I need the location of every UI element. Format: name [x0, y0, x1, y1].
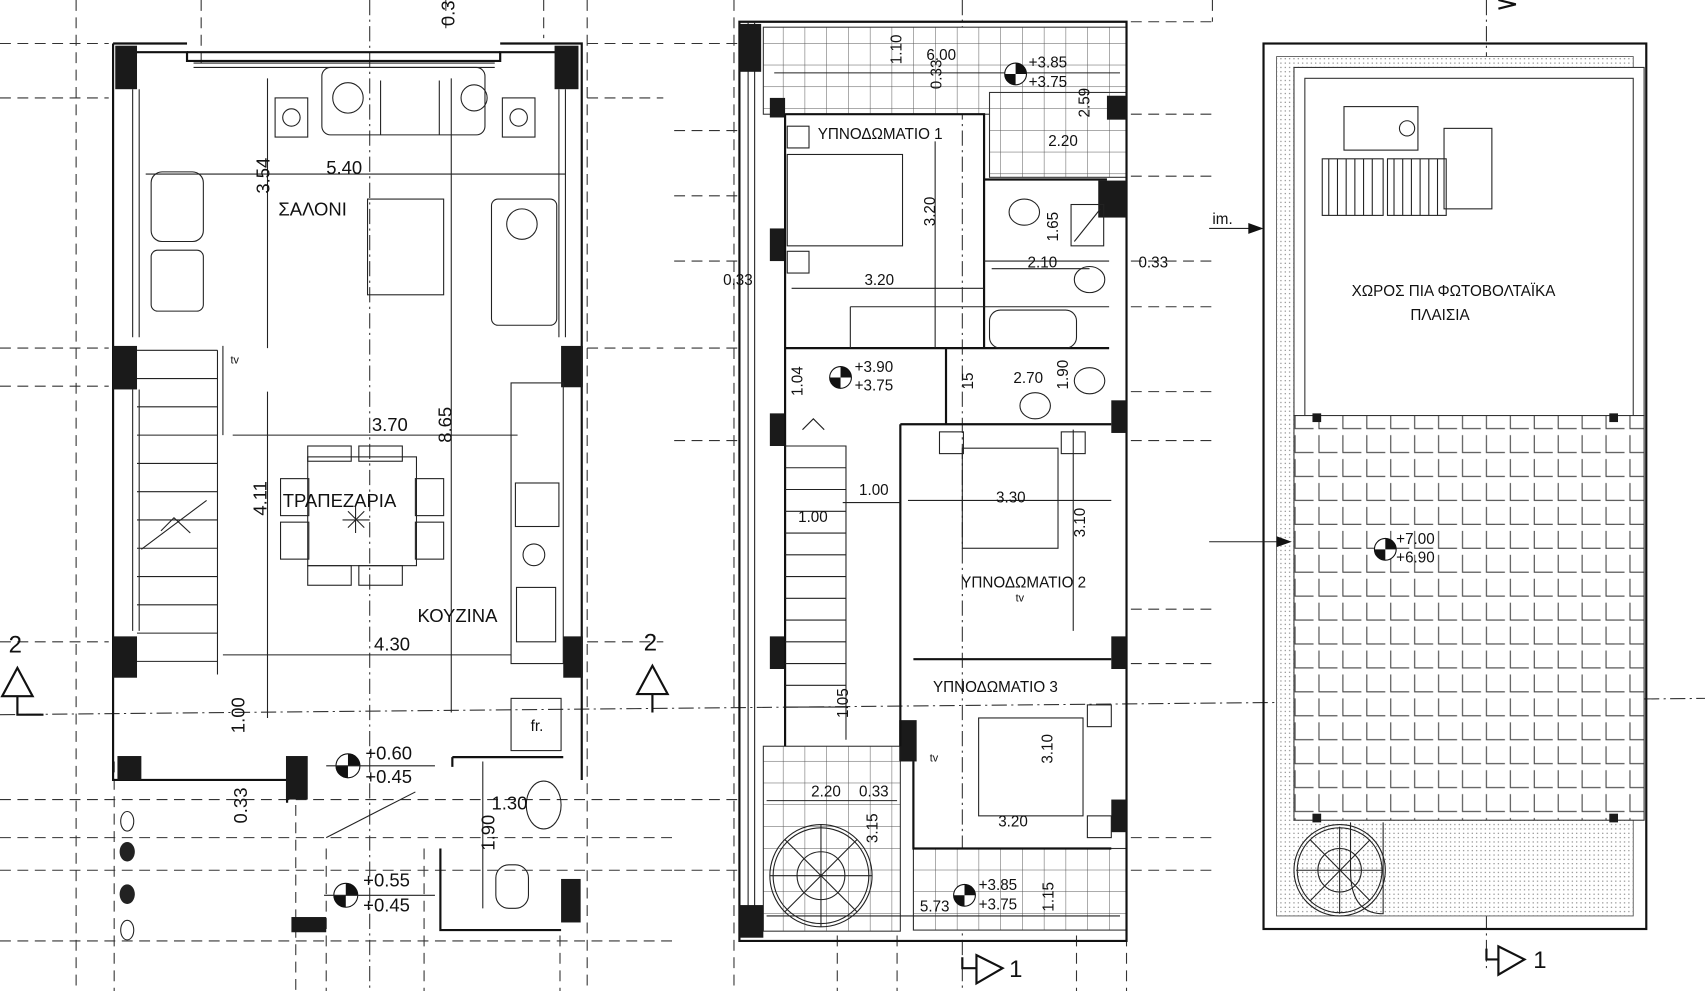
label-tv: tv	[930, 752, 939, 764]
label-fridge: fr.	[531, 718, 544, 735]
dim-wall-thickness: 0.33	[230, 788, 251, 824]
level-marker: +0.60 +0.45	[326, 742, 435, 787]
svg-text:3.30: 3.30	[996, 490, 1026, 507]
svg-text:0.33: 0.33	[723, 272, 753, 289]
section-mark-top	[1498, 0, 1517, 10]
svg-text:+0.55: +0.55	[363, 870, 410, 891]
svg-text:+0.45: +0.45	[363, 895, 410, 916]
svg-text:3.20: 3.20	[864, 272, 894, 289]
level-marker: +3.85 +3.75	[1004, 54, 1068, 91]
svg-text:3.15: 3.15	[865, 813, 882, 843]
roof-label-pv-line2: ΠΛΑΙΣΙΑ	[1410, 307, 1470, 324]
room-label-dining: ΤΡΑΠΕΖΑΡΙΑ	[283, 490, 397, 511]
svg-text:+7.00: +7.00	[1396, 531, 1435, 548]
svg-text:+0.45: +0.45	[365, 766, 412, 787]
svg-text:+3.75: +3.75	[979, 896, 1018, 913]
svg-text:+3.75: +3.75	[855, 378, 894, 395]
dim-stair-landing: 1.00	[228, 697, 249, 733]
dim-wc-width: 1.30	[491, 792, 527, 813]
svg-text:2: 2	[644, 630, 657, 657]
section-mark-right: 2	[635, 630, 670, 713]
label-tv: tv	[1016, 593, 1025, 605]
svg-text:im.: im.	[1212, 211, 1232, 228]
svg-text:2.20: 2.20	[811, 783, 841, 800]
room-label-bedroom-2: ΥΠΝΟΔΩΜΑΤΙΟ 2	[961, 574, 1086, 591]
svg-text:3.10: 3.10	[1040, 734, 1057, 764]
svg-text:+3.75: +3.75	[1029, 74, 1068, 91]
svg-text:1.05: 1.05	[835, 688, 852, 718]
svg-text:1.00: 1.00	[859, 482, 889, 499]
svg-text:1.10: 1.10	[888, 35, 905, 65]
slope-arrow: im.	[1209, 211, 1264, 234]
svg-text:+3.85: +3.85	[979, 877, 1018, 894]
svg-text:+6.90: +6.90	[1396, 549, 1435, 566]
svg-text:1.90: 1.90	[1055, 360, 1072, 390]
room-label-bedroom-3: ΥΠΝΟΔΩΜΑΤΙΟ 3	[933, 679, 1058, 696]
svg-text:1: 1	[1533, 947, 1546, 974]
svg-text:1.15: 1.15	[1041, 882, 1058, 912]
svg-text:0.33: 0.33	[859, 783, 889, 800]
svg-text:5.73: 5.73	[920, 899, 950, 916]
level-marker: +3.85 +3.75	[953, 877, 1018, 913]
section-mark-bottom: 1	[1485, 944, 1546, 977]
room-label-living: ΣΑΛΟΝΙ	[278, 198, 347, 219]
solar-heater-icon	[1321, 106, 1493, 216]
roof-label-pv-line1: ΧΩΡΟΣ ΠΙΑ ΦΩΤΟΒΟΛΤΑΪΚΑ	[1352, 283, 1557, 300]
dim-wc-depth: 1.90	[478, 815, 499, 851]
svg-text:+3.85: +3.85	[1029, 54, 1068, 71]
label-tv: tv	[231, 354, 240, 366]
level-marker: +0.55 +0.45	[324, 870, 435, 916]
ground-floor-plan: 5.40 3.54 ΣΑΛΟΝΙ 3.70 8.65 4.11 ΤΡΑΠΕΖΑΡ…	[0, 0, 670, 941]
first-floor-plan: ΥΠΝΟΔΩΜΑΤΙΟ 1 ΥΠΝΟΔΩΜΑΤΙΟ 2 ΥΠΝΟΔΩΜΑΤΙΟ …	[723, 20, 1168, 986]
section-mark-left: 2	[0, 632, 44, 716]
dim-total-length: 8.65	[434, 407, 455, 443]
svg-text:2: 2	[9, 632, 22, 659]
room-label-bedroom-1: ΥΠΝΟΔΩΜΑΤΙΟ 1	[818, 126, 943, 143]
level-marker: +3.90 +3.75	[829, 359, 894, 395]
svg-text:3.20: 3.20	[998, 814, 1028, 831]
spiral-stair-icon	[769, 824, 873, 928]
svg-text:1.00: 1.00	[798, 509, 828, 526]
svg-text:1: 1	[1009, 956, 1022, 983]
svg-text:+0.60: +0.60	[365, 742, 412, 763]
dim-kitchen-width: 4.30	[374, 634, 410, 655]
slope-arrow	[1209, 536, 1292, 548]
section-mark-bottom: 1	[961, 953, 1022, 986]
svg-text:3.20: 3.20	[922, 197, 939, 227]
svg-text:15: 15	[960, 372, 977, 389]
level-marker: +7.00 +6.90	[1373, 531, 1435, 566]
svg-text:0.33: 0.33	[1138, 255, 1168, 272]
svg-text:1.04: 1.04	[789, 366, 806, 396]
svg-text:1.65: 1.65	[1045, 212, 1062, 242]
svg-text:2.20: 2.20	[1048, 133, 1078, 150]
dim-dining-width: 3.70	[372, 414, 408, 435]
spiral-stair-icon	[1293, 822, 1386, 917]
dim-living-depth: 3.54	[253, 158, 274, 194]
dim-living-width: 5.40	[326, 157, 362, 178]
svg-text:6.00: 6.00	[926, 47, 956, 64]
room-label-kitchen: ΚΟΥΖΙΝΑ	[418, 605, 499, 626]
svg-text:0.33: 0.33	[929, 60, 946, 90]
svg-text:3.10: 3.10	[1072, 508, 1089, 538]
dim-top-offset: 0.3	[438, 0, 459, 26]
svg-text:2.70: 2.70	[1013, 370, 1043, 387]
svg-text:+3.90: +3.90	[855, 359, 894, 376]
svg-text:2.59: 2.59	[1077, 88, 1094, 118]
dim-dining-depth: 4.11	[249, 481, 270, 516]
svg-text:2.10: 2.10	[1028, 255, 1058, 272]
roof-plan: ΧΩΡΟΣ ΠΙΑ ΦΩΤΟΒΟΛΤΑΪΚΑ ΠΛΑΙΣΙΑ im. +7.00…	[1209, 0, 1648, 977]
